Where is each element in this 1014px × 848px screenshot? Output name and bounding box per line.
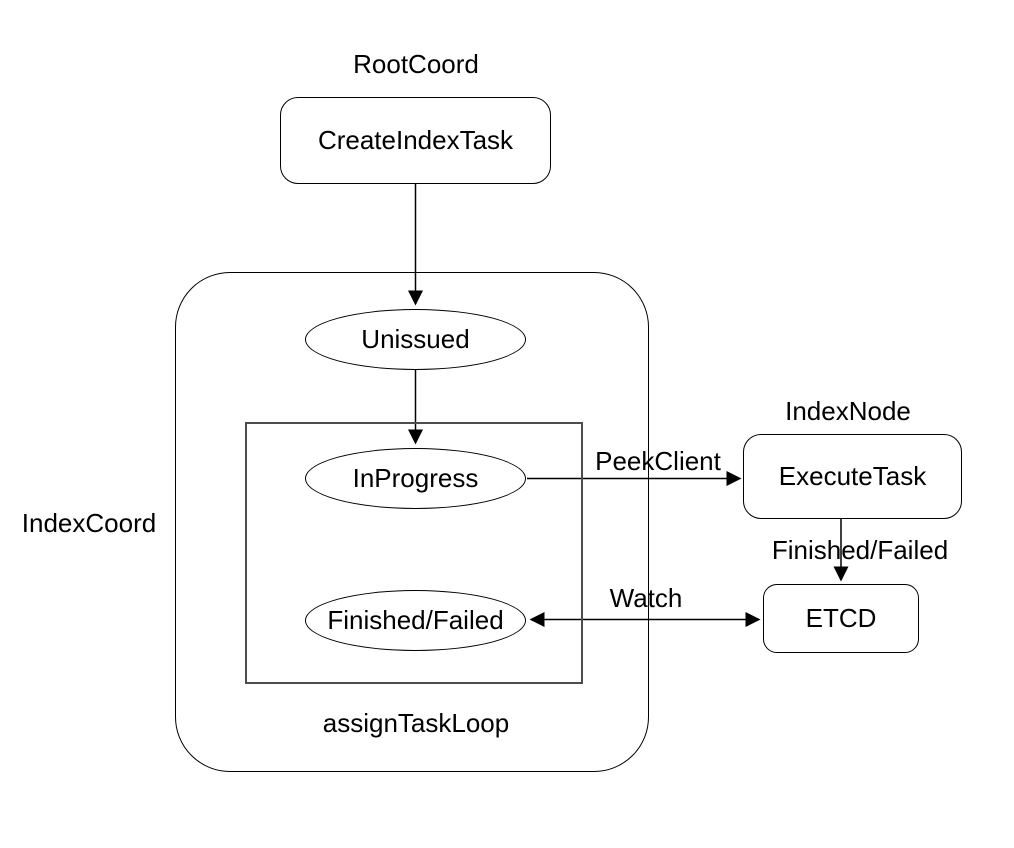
- etcd-node: ETCD: [763, 584, 919, 653]
- unissued-label: Unissued: [361, 324, 470, 354]
- finished-failed-edge-label: Finished/Failed: [771, 535, 949, 565]
- peek-client-edge-label: PeekClient: [595, 446, 721, 476]
- watch-edge-label: Watch: [609, 583, 683, 613]
- in-progress-label: InProgress: [352, 463, 479, 493]
- index-node-label: IndexNode: [785, 396, 911, 426]
- etcd-label: ETCD: [805, 603, 877, 633]
- finished-failed-label: Finished/Failed: [327, 605, 504, 635]
- index-coord-label: IndexCoord: [21, 508, 157, 538]
- rootcoord-label: RootCoord: [353, 49, 479, 79]
- assign-task-loop-label: assignTaskLoop: [322, 708, 510, 738]
- in-progress-node: InProgress: [305, 448, 526, 509]
- assign-task-loop-box: [245, 422, 583, 684]
- execute-task-label: ExecuteTask: [778, 461, 927, 491]
- create-index-task-label: CreateIndexTask: [317, 125, 514, 155]
- index-coord-container: [175, 272, 649, 772]
- unissued-node: Unissued: [305, 309, 526, 370]
- finished-failed-node: Finished/Failed: [305, 590, 526, 651]
- execute-task-node: ExecuteTask: [743, 434, 962, 519]
- create-index-task-node: CreateIndexTask: [280, 97, 551, 184]
